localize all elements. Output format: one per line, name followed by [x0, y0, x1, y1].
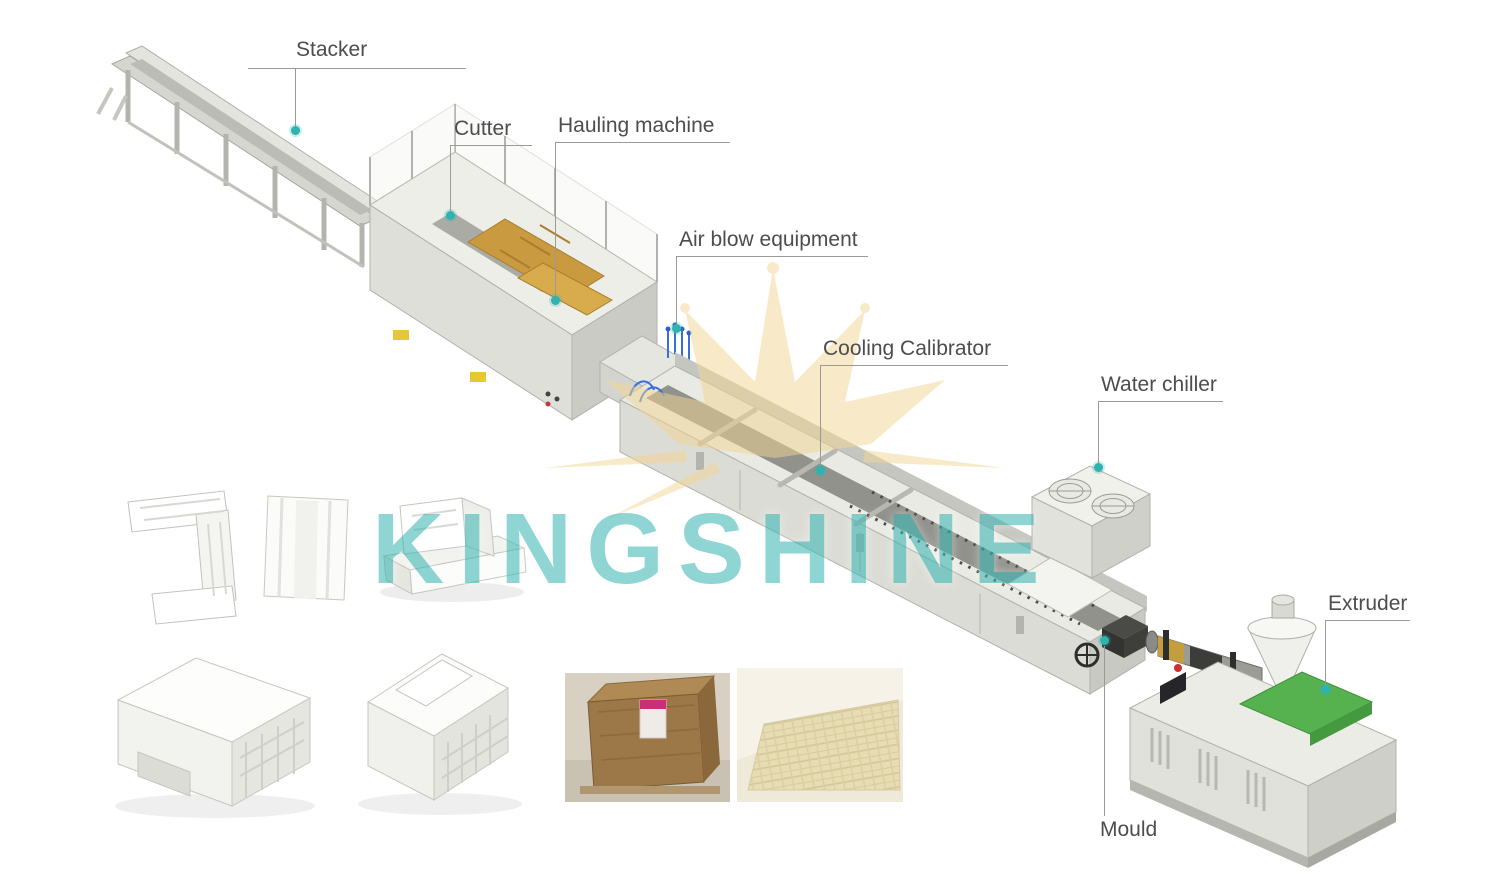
motor-cover-green-side: [1310, 702, 1372, 746]
stacker-label: Stacker: [296, 38, 368, 61]
mould-label: Mould: [1100, 818, 1158, 841]
profile1-chambers: [139, 498, 227, 597]
white-profile1-shadow: [115, 794, 315, 818]
mould-die-front: [1102, 628, 1124, 658]
chiller-fan-spokes: [1049, 490, 1134, 507]
extruder-base-side: [1308, 812, 1396, 868]
mould-callout-line-v: [1104, 646, 1105, 816]
extruder-base-front: [1130, 780, 1308, 868]
mould-die-side: [1124, 626, 1148, 658]
chiller-callout-line-v: [1098, 401, 1099, 464]
extruder-callout-line-h: [1325, 620, 1410, 621]
air-blow-callout-line-h: [676, 256, 868, 257]
profile3-upright: [399, 497, 467, 555]
stacker-tilt-arms: [96, 87, 128, 121]
cooling-calibrator-label: Cooling Calibrator: [823, 337, 992, 360]
white-profile1-end: [231, 697, 311, 807]
control-knob: [554, 396, 560, 402]
sample-photo-stacked-profiles: [737, 668, 903, 802]
warning-label: [470, 372, 486, 382]
hauling-callout-dot: [551, 296, 560, 305]
mould-handwheel-spokes: [1076, 644, 1098, 666]
control-screen: [1160, 672, 1186, 704]
chiller-callout-line-h: [1098, 401, 1223, 402]
stacker-callout-line-h: [248, 68, 466, 69]
stacker-callout-line-v: [295, 68, 296, 128]
barrel-clamp: [1163, 630, 1169, 660]
white-profile2-honeycomb: [441, 715, 509, 792]
cooling-callout-line-h: [820, 365, 1008, 366]
stacked-profiles-pile: [747, 699, 901, 791]
extruder-callout-dot: [1321, 685, 1330, 694]
profile3-upright-side: [461, 497, 495, 557]
cooling-callout-dot: [816, 466, 825, 475]
mould-callout-dot: [1100, 636, 1109, 645]
mould-flange: [1145, 630, 1159, 654]
stacker-belt: [130, 59, 372, 215]
chiller-callout-dot: [1094, 463, 1103, 472]
profile3-chambers: [411, 509, 459, 531]
sample-profile-cross-section-1: [127, 490, 237, 625]
calibration-tray: [1007, 556, 1113, 618]
cutter-left-fence-posts: [369, 131, 413, 205]
air-nozzle-tip: [665, 326, 671, 332]
profile2-lines: [277, 497, 332, 600]
emergency-button: [1174, 664, 1182, 672]
stacker-legs: [125, 70, 365, 267]
sample-profile-cross-section-2: [263, 495, 349, 601]
air-blow-callout-line-v: [676, 256, 677, 325]
sample-profile-cross-section-3: [380, 497, 527, 602]
mould-assembly: [1074, 615, 1159, 668]
white-profile1-recess: [137, 751, 191, 797]
cutter-callout-line-v: [450, 145, 451, 212]
profile3-base-front: [409, 547, 527, 595]
stacker-callout-dot: [291, 126, 300, 135]
control-knob: [545, 391, 551, 397]
extruder-label: Extruder: [1328, 592, 1408, 615]
hauling-machine-label: Hauling machine: [558, 114, 715, 137]
hauling-callout-line-h: [555, 142, 730, 143]
sample-photo-wood-profile: [565, 673, 730, 802]
water-chiller: [1030, 465, 1152, 579]
warning-label: [393, 330, 409, 340]
cutter-label: Cutter: [454, 117, 512, 140]
wood-label-stripe: [640, 700, 666, 709]
hopper-loader-lid: [1271, 594, 1295, 606]
air-blow-label: Air blow equipment: [679, 228, 858, 251]
extruder-machine: [1128, 594, 1398, 868]
mould-die-top: [1102, 615, 1148, 639]
cabinet-vents: [1150, 728, 1266, 811]
sample-white-profile-1: [115, 657, 315, 818]
hauling-callout-line-v: [555, 142, 556, 297]
wood-block-side: [698, 676, 720, 782]
air-nozzle-tip: [686, 330, 692, 336]
control-button-red: [545, 401, 551, 407]
air-blow-callout-dot: [672, 324, 681, 333]
stacker-back-rail: [124, 45, 390, 216]
white-profile2-shadow: [358, 793, 522, 815]
cutter-callout-dot: [446, 211, 455, 220]
sample-white-profile-2: [358, 653, 522, 815]
white-profile1-honeycomb: [239, 718, 305, 798]
stacker-machine: [96, 45, 390, 269]
cutter-callout-line-h: [450, 145, 532, 146]
barrel-gold-band: [1158, 636, 1184, 664]
wood-pallet: [580, 786, 720, 794]
water-chiller-label: Water chiller: [1101, 373, 1217, 396]
stacker-brace: [127, 120, 365, 269]
barrel-clamp: [1230, 652, 1236, 680]
extruder-callout-line-v: [1325, 620, 1326, 686]
product-samples: [115, 490, 903, 818]
profile1-bottom-bar: [151, 585, 237, 625]
profile2-groove: [294, 500, 318, 599]
hopper-rim: [1247, 616, 1317, 640]
cooling-callout-line-v: [820, 365, 821, 467]
white-profile2-step: [395, 659, 473, 707]
